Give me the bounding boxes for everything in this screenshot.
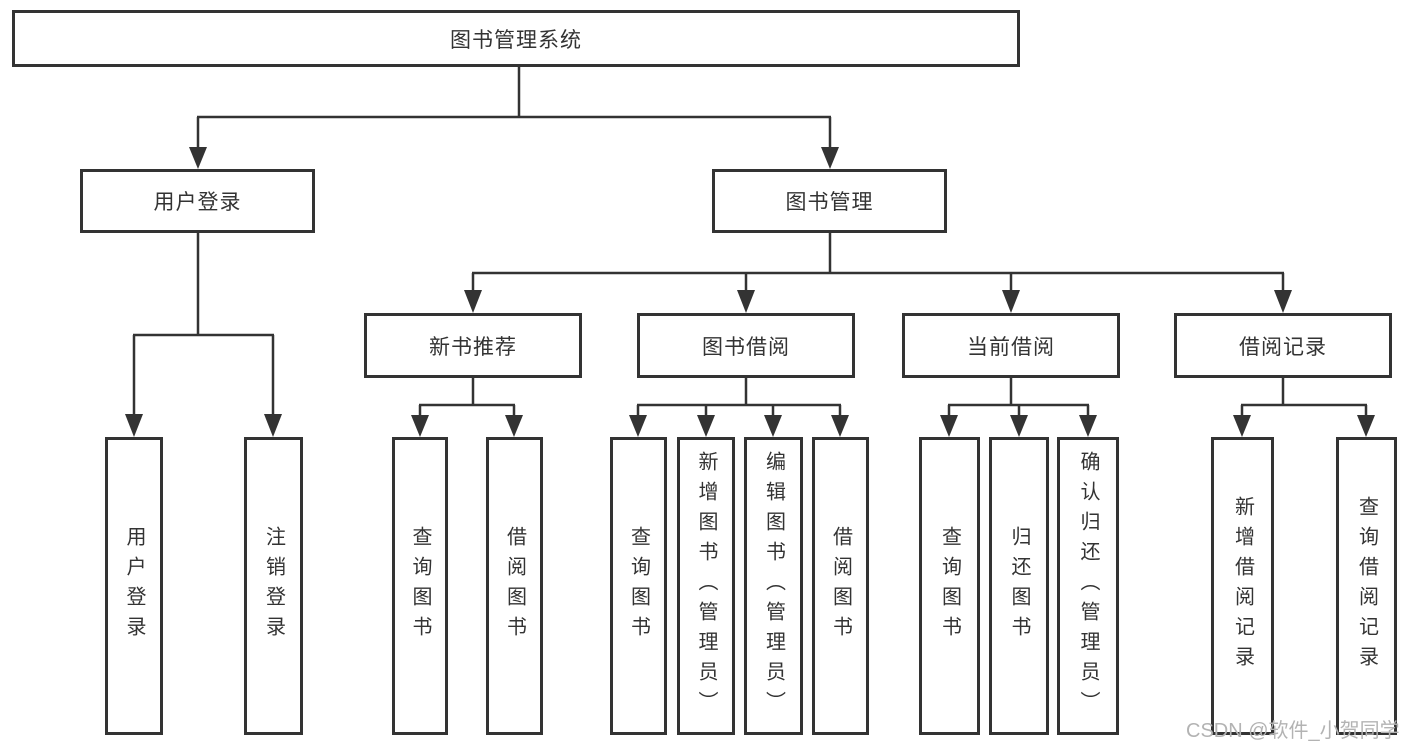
leaf-add-books-admin: 新增图书（管理员） bbox=[677, 437, 735, 735]
connector-new-book-rec-to-children bbox=[411, 378, 523, 437]
arrowhead bbox=[940, 415, 958, 437]
leaf-borrow-books-2: 借阅图书 bbox=[812, 437, 869, 735]
arrowhead bbox=[1233, 415, 1251, 437]
leaf-edit-books-admin: 编辑图书（管理员） bbox=[744, 437, 803, 735]
arrowhead bbox=[629, 415, 647, 437]
arrowhead bbox=[1274, 290, 1292, 313]
leaf-confirm-return-admin: 确认归还（管理员） bbox=[1057, 437, 1119, 735]
leaf-query-books-1: 查询图书 bbox=[392, 437, 448, 735]
node-user-login: 用户登录 bbox=[80, 169, 315, 233]
arrowhead bbox=[831, 415, 849, 437]
arrowhead bbox=[737, 290, 755, 313]
arrowhead bbox=[125, 414, 143, 437]
connector-root-to-children bbox=[189, 67, 839, 169]
arrowhead bbox=[264, 414, 282, 437]
arrowhead bbox=[1010, 415, 1028, 437]
arrowhead bbox=[1079, 415, 1097, 437]
node-book-mgmt: 图书管理 bbox=[712, 169, 947, 233]
arrowhead bbox=[764, 415, 782, 437]
leaf-add-borrow-record: 新增借阅记录 bbox=[1211, 437, 1274, 735]
arrowhead bbox=[411, 415, 429, 437]
node-current-borrow: 当前借阅 bbox=[902, 313, 1120, 378]
node-new-book-rec: 新书推荐 bbox=[364, 313, 582, 378]
arrowhead bbox=[1357, 415, 1375, 437]
connector-user-login-to-children bbox=[125, 233, 282, 437]
arrowhead bbox=[505, 415, 523, 437]
arrowhead bbox=[464, 290, 482, 313]
leaf-query-books-3: 查询图书 bbox=[919, 437, 980, 735]
node-book-borrow: 图书借阅 bbox=[637, 313, 855, 378]
leaf-user-login: 用户登录 bbox=[105, 437, 163, 735]
node-borrow-records: 借阅记录 bbox=[1174, 313, 1392, 378]
connector-book-borrow-to-children bbox=[629, 378, 849, 437]
leaf-query-borrow-record: 查询借阅记录 bbox=[1336, 437, 1397, 735]
connector-current-borrow-to-children bbox=[940, 378, 1097, 437]
leaf-logout: 注销登录 bbox=[244, 437, 303, 735]
leaf-query-books-2: 查询图书 bbox=[610, 437, 667, 735]
leaf-return-books: 归还图书 bbox=[989, 437, 1049, 735]
csdn-watermark: CSDN @软件_小贺同学 bbox=[1186, 720, 1400, 742]
arrowhead bbox=[189, 147, 207, 169]
arrowhead bbox=[697, 415, 715, 437]
connector-book-mgmt-to-children bbox=[464, 233, 1292, 313]
leaf-borrow-books-1: 借阅图书 bbox=[486, 437, 543, 735]
arrowhead bbox=[821, 147, 839, 169]
node-root: 图书管理系统 bbox=[12, 10, 1020, 67]
connector-borrow-records-to-children bbox=[1233, 378, 1375, 437]
arrowhead bbox=[1002, 290, 1020, 313]
